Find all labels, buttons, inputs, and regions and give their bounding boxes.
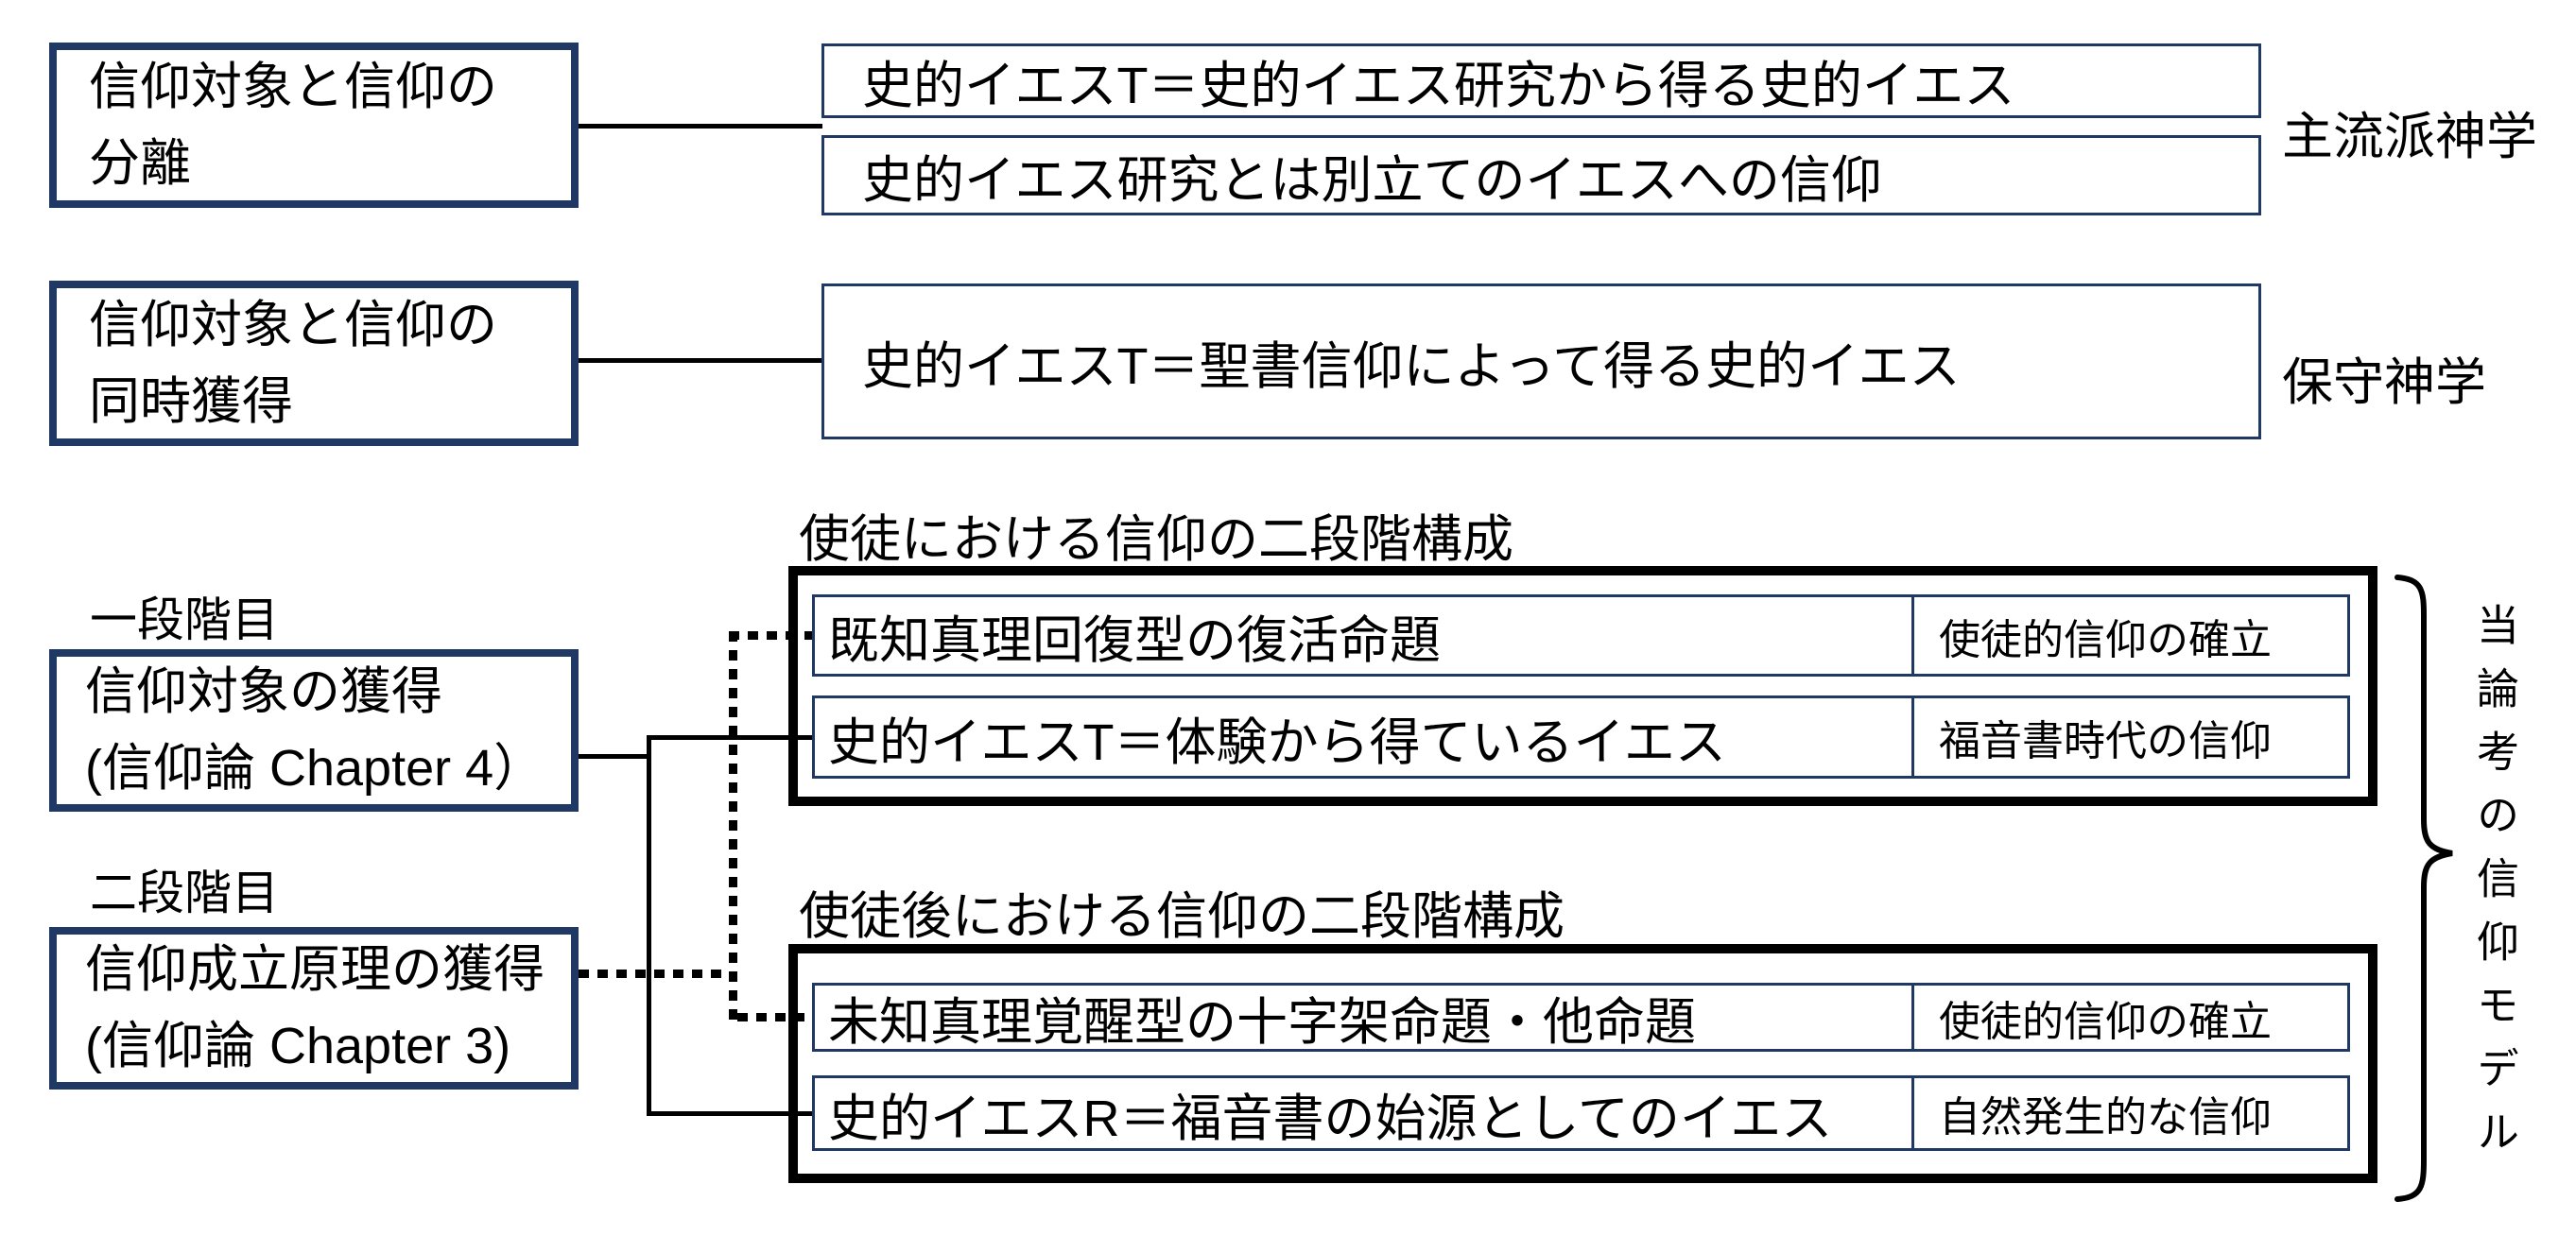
label-mainstream-theology: 主流派神学 [2282, 109, 2537, 165]
row-resurrection-proposition-main: 既知真理回復型の復活命題 [815, 597, 1914, 674]
box-faith-separation: 信仰対象と信仰の 分離 [49, 43, 579, 208]
row-resurrection-proposition-side: 使徒的信仰の確立 [1939, 616, 2272, 663]
label-conservative-theology: 保守神学 [2282, 354, 2486, 411]
row-jesus-from-experience-side: 福音書時代の信仰 [1939, 718, 2272, 764]
box-faith-simultaneous-line1: 信仰対象と信仰の [89, 296, 497, 353]
row-jesus-gospel-origin-side: 自然発生的な信仰 [1939, 1094, 2272, 1141]
connector-stage1-trunk [647, 735, 651, 1116]
label-faith-model: 当論考の信仰モデル [2470, 603, 2518, 1173]
row-jesus-gospel-origin: 史的イエスR＝福音書の始源としてのイエス 自然発生的な信仰 [812, 1075, 2350, 1151]
box-acquire-faith-object-line1: 信仰対象の獲得 [85, 663, 442, 720]
frame-post-apostolic [788, 944, 2377, 1183]
curly-brace [2394, 575, 2453, 1202]
row-jesus-gospel-origin-main: 史的イエスR＝福音書の始源としてのイエス [815, 1078, 1914, 1148]
label-stage2: 二段階目 [90, 867, 279, 919]
row-jesus-from-experience: 史的イエスT＝体験から得ているイエス 福音書時代の信仰 [812, 695, 2350, 779]
connector-simultaneous [579, 358, 822, 363]
box-mainstream-historical-jesus-text: 史的イエスT＝史的イエス研究から得る史的イエス [862, 58, 2015, 114]
row-cross-proposition: 未知真理覚醒型の十字架命題・他命題 使徒的信仰の確立 [812, 983, 2350, 1052]
frame-apostolic [788, 566, 2377, 806]
box-mainstream-faith-text: 史的イエス研究とは別立てのイエスへの信仰 [862, 152, 1882, 209]
box-mainstream-faith: 史的イエス研究とは別立てのイエスへの信仰 [821, 135, 2261, 215]
connector-stage2-branch-top-dotted [729, 631, 812, 640]
box-acquire-faith-principle-line1: 信仰成立原理の獲得 [85, 941, 545, 998]
connector-stage1-branch-bottom [647, 1111, 812, 1116]
box-conservative-historical-jesus: 史的イエスT＝聖書信仰によって得る史的イエス [821, 283, 2261, 439]
heading-post-apostolic: 使徒後における信仰の二段階構成 [799, 888, 1565, 945]
row-cross-proposition-main: 未知真理覚醒型の十字架命題・他命題 [815, 986, 1914, 1051]
connector-stage2-feeder-dotted [579, 970, 729, 978]
box-acquire-faith-principle-line2: (信仰論 Chapter 3) [85, 1018, 511, 1074]
box-conservative-historical-jesus-text: 史的イエスT＝聖書信仰によって得る史的イエス [862, 338, 1961, 395]
box-mainstream-historical-jesus: 史的イエスT＝史的イエス研究から得る史的イエス [821, 43, 2261, 118]
row-jesus-from-experience-main: 史的イエスT＝体験から得ているイエス [815, 698, 1914, 776]
box-faith-separation-line2: 分離 [89, 134, 191, 192]
label-stage1: 一段階目 [90, 593, 279, 646]
box-acquire-faith-object: 信仰対象の獲得 (信仰論 Chapter 4） [49, 649, 579, 812]
connector-stage2-branch-bottom-dotted [737, 1013, 812, 1021]
connector-stage2-trunk-dotted [729, 631, 737, 1025]
row-resurrection-proposition: 既知真理回復型の復活命題 使徒的信仰の確立 [812, 594, 2350, 677]
connector-separation [579, 124, 822, 129]
box-faith-separation-line1: 信仰対象と信仰の [89, 58, 497, 115]
row-cross-proposition-side: 使徒的信仰の確立 [1939, 998, 2272, 1045]
box-acquire-faith-principle: 信仰成立原理の獲得 (信仰論 Chapter 3) [49, 927, 579, 1090]
heading-apostolic: 使徒における信仰の二段階構成 [799, 511, 1513, 568]
connector-stage1-feeder [579, 754, 651, 759]
box-acquire-faith-object-line2: (信仰論 Chapter 4） [85, 740, 545, 797]
box-faith-simultaneous-line2: 同時獲得 [89, 372, 293, 430]
box-faith-simultaneous: 信仰対象と信仰の 同時獲得 [49, 281, 579, 446]
